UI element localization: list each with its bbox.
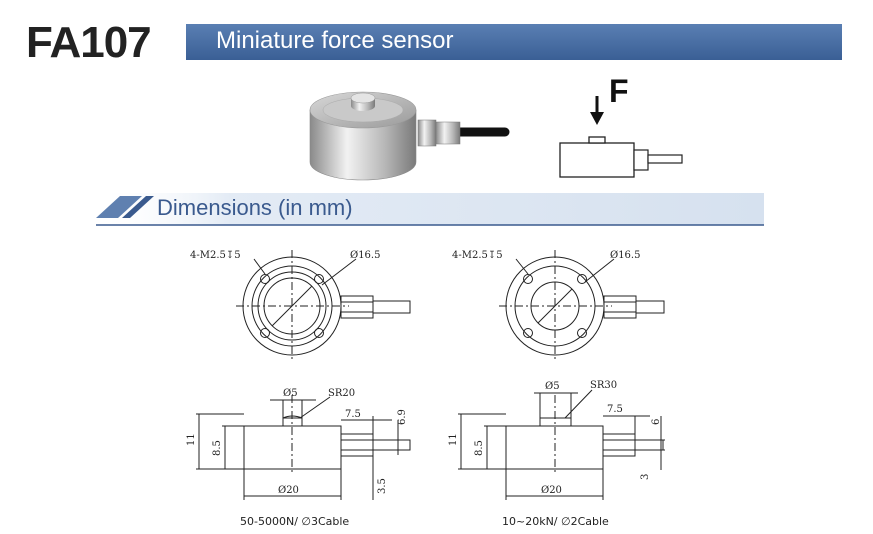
left-conn-label: 7.5 [345,409,361,420]
left-side-view [196,395,411,500]
force-label: F [609,73,629,109]
left-height-label: 11 [186,433,197,446]
right-outer-dia-label: Ø16.5 [610,250,640,261]
left-dia-label: Ø20 [278,485,299,496]
right-top-view [499,250,665,362]
model-number: FA107 [26,18,152,67]
left-offset-label: 3.5 [377,478,388,494]
section-header-bar [96,193,764,226]
right-caption: 10~20kN/ ∅2Cable [502,515,609,528]
right-conn-label: 7.5 [607,404,623,415]
left-holes-label: 4-M2.5↧5 [190,250,241,261]
left-tip-dia-label: Ø5 [283,388,298,399]
right-tip-dia-label: Ø5 [545,381,560,392]
right-side-view [458,389,665,500]
title-banner: Miniature force sensor [186,24,842,60]
left-caption: 50-5000N/ ∅3Cable [240,515,350,528]
sensor-photo [309,91,510,181]
right-body-height-label: 8.5 [474,440,485,456]
left-cable-dia-label: 6.9 [397,409,408,425]
force-diagram [559,96,683,178]
left-top-view [236,250,411,362]
section-title: Dimensions (in mm) [157,195,353,220]
banner-title: Miniature force sensor [216,27,454,54]
left-outer-dia-label: Ø16.5 [350,250,380,261]
left-body-height-label: 8.5 [212,440,223,456]
left-sr-label: SR20 [328,388,355,399]
right-dia-label: Ø20 [541,485,562,496]
right-offset-label: 3 [640,474,651,480]
right-holes-label: 4-M2.5↧5 [452,250,503,261]
right-cable-dia-label: 6 [651,419,662,425]
right-height-label: 11 [448,433,459,446]
right-sr-label: SR30 [590,380,617,391]
